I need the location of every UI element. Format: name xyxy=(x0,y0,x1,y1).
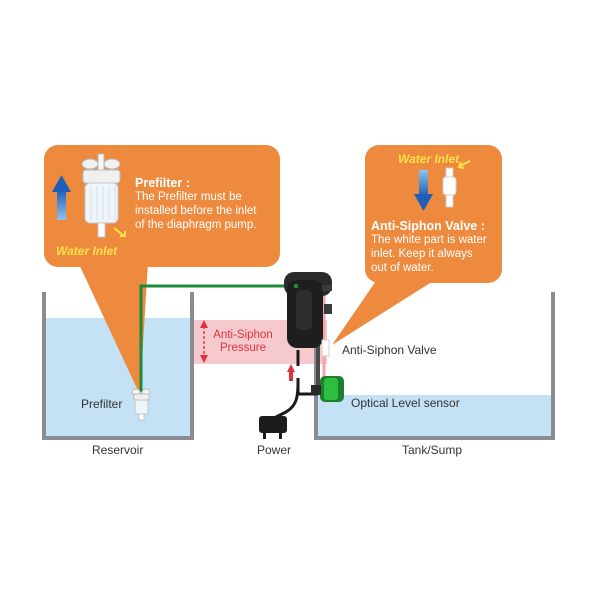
prefilter-icon xyxy=(81,153,126,238)
down-arrow-icon xyxy=(414,170,433,211)
reservoir-wall xyxy=(42,292,194,440)
prefilter-body-line: of the diaphragm pump. xyxy=(135,219,257,231)
reservoir-prefilter xyxy=(131,388,151,421)
prefilter-label: Prefilter xyxy=(81,397,123,411)
power-label: Power xyxy=(257,443,292,457)
tank-sump xyxy=(314,292,555,440)
anti-siphon-pressure-line: Pressure xyxy=(219,342,267,354)
prefilter-title: Prefilter : xyxy=(135,176,190,190)
power-adapter-icon xyxy=(259,416,287,439)
up-arrow-icon xyxy=(52,175,71,220)
valve-icon xyxy=(442,160,471,208)
valve-body-line: out of water. xyxy=(371,262,434,274)
valve-callout-text: Anti-Siphon Valve : The white part is wa… xyxy=(371,219,499,275)
prefilter-water-inlet-label: Water Inlet xyxy=(56,244,118,258)
prefilter-callout-text: Prefilter : The Prefilter must be instal… xyxy=(135,176,280,232)
pump-inlet-tube xyxy=(139,284,294,392)
tank-water xyxy=(318,395,551,436)
prefilter-body-line: The Prefilter must be xyxy=(135,191,242,203)
sensor-icon xyxy=(296,376,344,402)
valve-body-line: The white part is water xyxy=(371,234,487,246)
anti-siphon-valve xyxy=(321,339,330,357)
tank-label: Tank/Sump xyxy=(402,443,463,457)
valve-body-line: inlet. Keep it always xyxy=(371,248,473,260)
pressure-arrow xyxy=(200,320,208,363)
prefilter-body-line: installed before the inlet xyxy=(135,205,257,217)
optical-sensor-label: Optical Level sensor xyxy=(351,396,460,410)
anti-siphon-valve-label: Anti-Siphon Valve xyxy=(342,343,437,357)
valve-title: Anti-Siphon Valve : xyxy=(371,219,485,233)
valve-callout xyxy=(332,145,502,345)
valve-water-inlet-label: Water Inlet xyxy=(398,152,460,166)
pump-icon xyxy=(284,272,332,348)
reservoir-label: Reservoir xyxy=(92,443,144,457)
anti-siphon-pressure-line: Anti-Siphon xyxy=(213,329,273,341)
anti-siphon-pressure-label: Anti-Siphon Pressure xyxy=(211,329,275,355)
